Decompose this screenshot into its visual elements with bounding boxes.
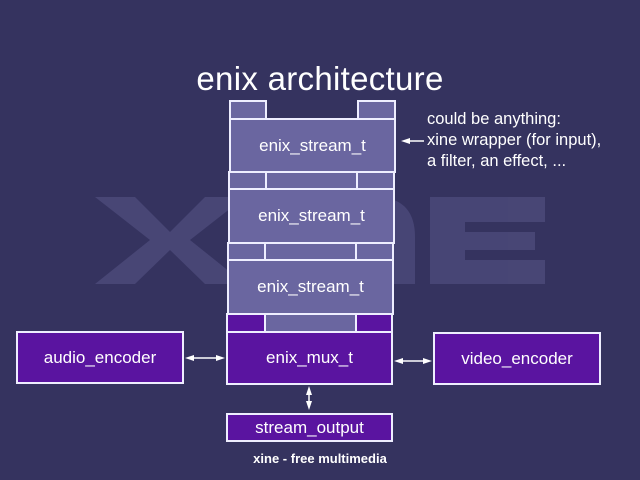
footer-caption: xine - free multimedia <box>0 451 640 466</box>
stream-box-2: enix_stream_t <box>228 188 395 244</box>
stream-box-1-label: enix_stream_t <box>259 135 366 155</box>
stream-box-3-label: enix_stream_t <box>257 277 364 296</box>
note-line-2: xine wrapper (for input), <box>427 131 602 149</box>
stream-output-label: stream_output <box>255 417 364 437</box>
annotation-note: could be anything: xine wrapper (for inp… <box>427 109 601 172</box>
note-arrow-icon <box>401 138 424 144</box>
stream-output-box: stream_output <box>226 413 393 442</box>
mux-output-double-arrow-icon <box>306 386 312 410</box>
video-encoder-label: video_encoder <box>461 348 573 368</box>
audio-mux-double-arrow-icon <box>185 355 225 361</box>
audio-encoder-label: audio_encoder <box>43 347 157 367</box>
note-line-1: could be anything: <box>427 110 561 128</box>
diagram-title: enix architecture <box>0 60 640 98</box>
video-encoder-box: video_encoder <box>433 332 601 385</box>
mux-box: enix_mux_t <box>226 331 393 385</box>
note-line-3: a filter, an effect, ... <box>427 152 567 170</box>
mux-video-double-arrow-icon <box>394 358 432 364</box>
stream-box-1: enix_stream_t <box>229 118 396 173</box>
title-text: enix architecture <box>196 60 444 97</box>
audio-encoder-box: audio_encoder <box>16 331 184 384</box>
mux-box-label: enix_mux_t <box>266 348 353 367</box>
footer-text: xine - free multimedia <box>253 451 387 466</box>
stream-box-2-label: enix_stream_t <box>258 206 365 225</box>
